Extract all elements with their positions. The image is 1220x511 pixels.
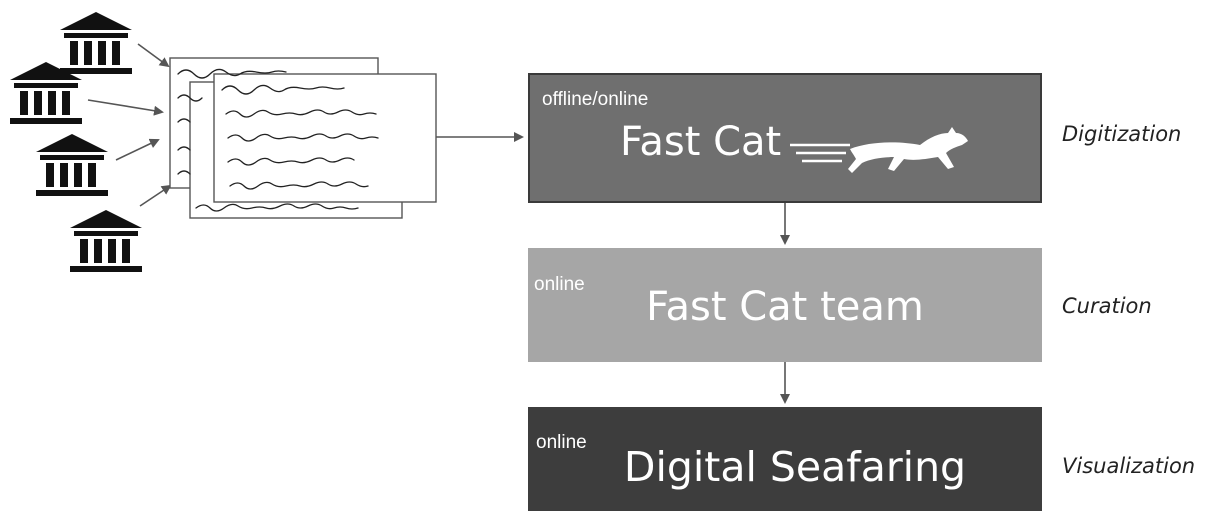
arrow-institution-3 xyxy=(115,138,160,161)
document-page-3 xyxy=(213,73,437,203)
digital-seafaring-mode-label: online xyxy=(536,432,587,453)
arrow-institution-4 xyxy=(139,184,172,207)
fast-cat-team-box: online Fast Cat team xyxy=(528,248,1042,362)
digital-seafaring-box: online Digital Seafaring xyxy=(528,407,1042,511)
stage-label-digitization: Digitization xyxy=(1062,122,1182,146)
arrow-institution-1 xyxy=(137,43,170,68)
stage-label-visualization: Visualization xyxy=(1062,454,1196,478)
running-cat-icon xyxy=(790,127,968,173)
fast-cat-team-title: Fast Cat team xyxy=(646,284,924,330)
arrow-institution-2 xyxy=(87,99,164,116)
stage-label-curation: Curation xyxy=(1062,294,1152,318)
fast-cat-team-mode-label: online xyxy=(534,274,585,295)
digital-seafaring-title: Digital Seafaring xyxy=(623,443,967,491)
fast-cat-box: offline/online Fast Cat xyxy=(528,73,1042,203)
fast-cat-mode-label: offline/online xyxy=(542,89,649,110)
fast-cat-title: Fast Cat xyxy=(620,119,782,165)
